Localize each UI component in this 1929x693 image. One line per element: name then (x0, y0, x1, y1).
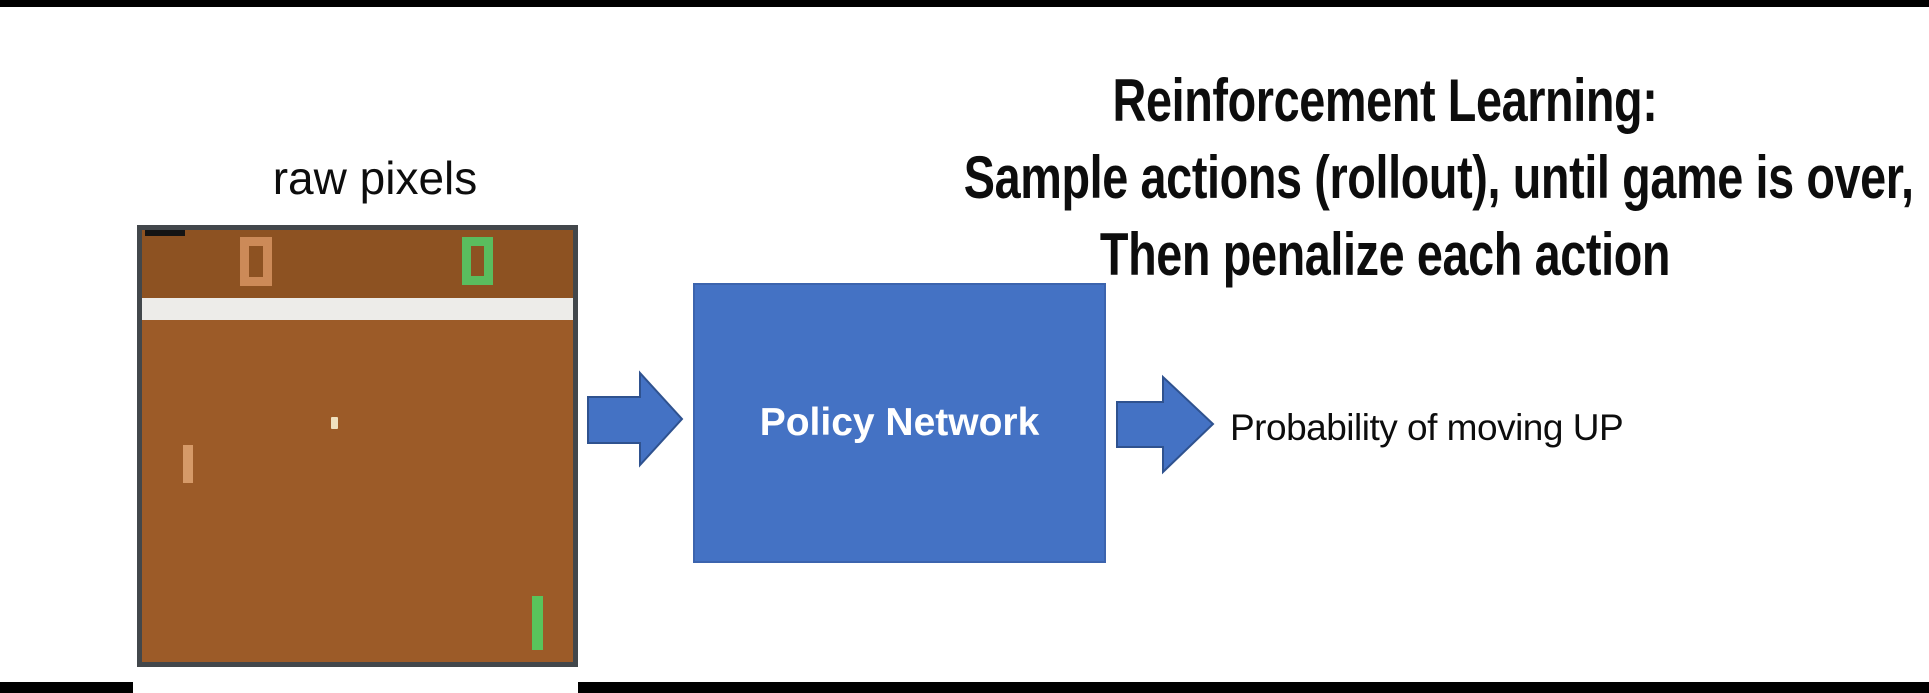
corner-tick (145, 230, 185, 236)
top-wall-line (142, 298, 573, 320)
slide-title-line-2: Sample actions (rollout), until game is … (963, 144, 1914, 211)
bottom-black-bar-left (0, 682, 133, 693)
policy-network-label: Policy Network (759, 401, 1040, 444)
bottom-black-bar-right (577, 682, 1929, 693)
slide-title-line-1: Reinforcement Learning: (1112, 67, 1658, 134)
output-probability-label: Probability of moving UP (1230, 407, 1624, 448)
score-band (142, 230, 573, 298)
top-black-bar (0, 0, 1929, 7)
slide-title-line-3: Then penalize each action (1099, 221, 1671, 288)
input-arrow-icon (587, 370, 684, 468)
raw-pixels-caption: raw pixels (272, 152, 478, 204)
output-arrow-icon (1116, 374, 1215, 475)
right-paddle (532, 596, 543, 650)
policy-network-box: Policy Network (693, 283, 1106, 563)
pong-screenshot (137, 225, 578, 667)
right-score-digit (462, 237, 493, 285)
left-score-digit (240, 237, 272, 286)
left-paddle (183, 445, 193, 483)
ball (331, 417, 338, 429)
screenshot-white-margin (133, 664, 578, 693)
slide-title: Reinforcement Learning: Sample actions (… (963, 62, 1914, 293)
